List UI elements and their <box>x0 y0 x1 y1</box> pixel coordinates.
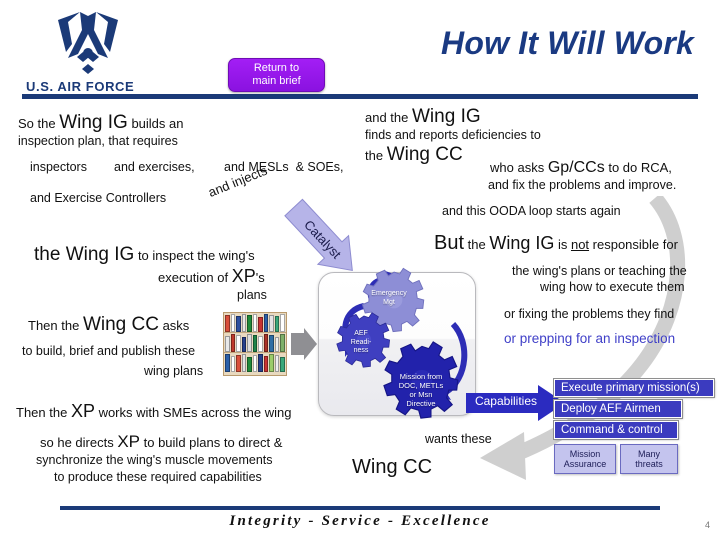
txt-r4c: to do RCA, <box>604 160 672 175</box>
txt-r1a: and the <box>365 110 412 125</box>
text-but-wing-ig-not-responsible: But the Wing IG is not responsible for <box>434 232 678 255</box>
cap5-line1: Many <box>637 449 660 459</box>
text-xp-works-with-smes: Then the XP works with SMEs across the w… <box>16 401 291 422</box>
text-and-the-wing-ig: and the Wing IG <box>365 106 481 128</box>
text-then-wing-cc-asks: Then the Wing CC asks <box>28 314 189 336</box>
txt-m7a: Then the <box>16 405 71 420</box>
txt-m8a: so he directs <box>40 435 118 450</box>
footer-divider <box>60 506 660 510</box>
text-execution-of-xp: execution of XP's <box>158 266 265 287</box>
capability-command-and-control[interactable]: Command & control <box>553 420 679 440</box>
capabilities-arrow <box>466 384 566 422</box>
text-plans: plans <box>237 288 267 302</box>
text-wings-plans-teaching: the wing's plans or teaching the <box>512 264 687 278</box>
gears-diagram <box>318 262 488 422</box>
text-inspection-plan: inspection plan, that requires <box>18 134 178 148</box>
capability-many-threats[interactable]: Many threats <box>620 444 678 474</box>
return-button-line2: main brief <box>252 75 301 87</box>
text-who-asks-gpccs: who asks Gp/CCs to do RCA, <box>490 159 672 177</box>
catalyst-arrow <box>275 190 370 287</box>
text-and-mesls-soes: and MESLs & SOEs, <box>224 160 344 174</box>
txt-m8b: XP <box>117 432 141 451</box>
txt-b1e: not <box>570 237 590 252</box>
text-or-prepping-inspection: or prepping for an inspection <box>504 331 676 346</box>
cap4-line1: Mission <box>569 449 601 459</box>
txt-m4c: asks <box>158 318 190 333</box>
txt-m1b: to inspect the wing's <box>134 248 255 263</box>
air-force-wordmark: U.S. AIR FORCE <box>26 79 135 94</box>
text-how-to-execute: wing how to execute them <box>540 280 685 294</box>
gray-process-arrow <box>290 327 318 361</box>
capability-mission-assurance[interactable]: Mission Assurance <box>554 444 616 474</box>
txt-b1c: Wing IG <box>489 233 555 253</box>
us-air-force-logo-icon <box>28 8 148 80</box>
txt-r3b: Wing CC <box>386 144 463 165</box>
shelf-row <box>224 333 286 353</box>
txt-b1f: responsible for <box>589 237 678 252</box>
text-the-wing-cc: the Wing CC <box>365 144 463 166</box>
capability-execute-primary-mission[interactable]: Execute primary mission(s) <box>553 378 715 398</box>
bookshelf-icon <box>223 312 287 376</box>
shelf-row <box>224 313 286 333</box>
txt-m4a: Then the <box>28 318 83 333</box>
txt-r4b: Gp/CCs <box>547 159 605 176</box>
cap4-line2: Assurance <box>563 459 607 469</box>
text-wing-ig-inspect: the Wing IG to inspect the wing's <box>34 244 255 266</box>
text-so-he-directs-xp: so he directs XP to build plans to direc… <box>40 432 282 452</box>
page-title: How It Will Work <box>441 25 694 61</box>
text-wing-plans: wing plans <box>144 364 204 378</box>
txt-l1b: Wing IG <box>59 112 128 133</box>
text-so-the-wing-ig-builds: So the Wing IG builds an <box>18 112 183 134</box>
txt-m8c: to build plans to direct & <box>140 435 283 450</box>
txt-l1a: So the <box>18 116 60 131</box>
return-button-line1: Return to <box>253 62 300 74</box>
txt-m1a: the Wing IG <box>34 244 135 265</box>
txt-b1a: But <box>434 232 465 254</box>
txt-m2a: execution of <box>158 270 232 285</box>
txt-m4b: Wing CC <box>82 314 159 335</box>
text-produce-capabilities: to produce these required capabilities <box>54 470 262 484</box>
footer-motto: Integrity - Service - Excellence <box>229 513 491 529</box>
text-inspectors: inspectors <box>30 160 87 174</box>
txt-m7c: works with SMEs across the wing <box>94 405 292 420</box>
txt-m2b: XP <box>231 266 256 286</box>
cap5-line2: threats <box>635 459 663 469</box>
text-wants-these: wants these <box>425 432 492 446</box>
header-divider <box>22 94 698 99</box>
shelf-row <box>224 353 286 372</box>
text-build-brief-publish: to build, brief and publish these <box>22 344 196 358</box>
text-synchronize-muscle: synchronize the wing's muscle movements <box>36 453 273 467</box>
text-wing-cc-big: Wing CC <box>352 456 433 478</box>
txt-r1b: Wing IG <box>412 106 481 127</box>
txt-m2c: 's <box>255 270 265 285</box>
capability-deploy-aef-airmen[interactable]: Deploy AEF Airmen <box>553 399 683 419</box>
text-fix-problems-improve: and fix the problems and improve. <box>488 178 677 192</box>
txt-b1d: is <box>554 237 571 252</box>
text-or-fixing-problems: or fixing the problems they find <box>504 307 675 321</box>
txt-b1b: the <box>464 237 490 252</box>
text-and-exercises: and exercises, <box>114 160 195 174</box>
txt-r3a: the <box>365 148 387 163</box>
text-finds-and-reports: finds and reports deficiencies to <box>365 128 541 142</box>
txt-r4a: who asks <box>490 160 548 175</box>
page-number: 4 <box>704 520 710 530</box>
text-ooda-loop-again: and this OODA loop starts again <box>442 204 621 218</box>
text-exercise-controllers: and Exercise Controllers <box>30 191 167 205</box>
return-to-main-brief-button[interactable]: Return to main brief <box>228 58 325 92</box>
txt-l1c: builds an <box>127 116 184 131</box>
txt-m7b: XP <box>70 401 95 421</box>
